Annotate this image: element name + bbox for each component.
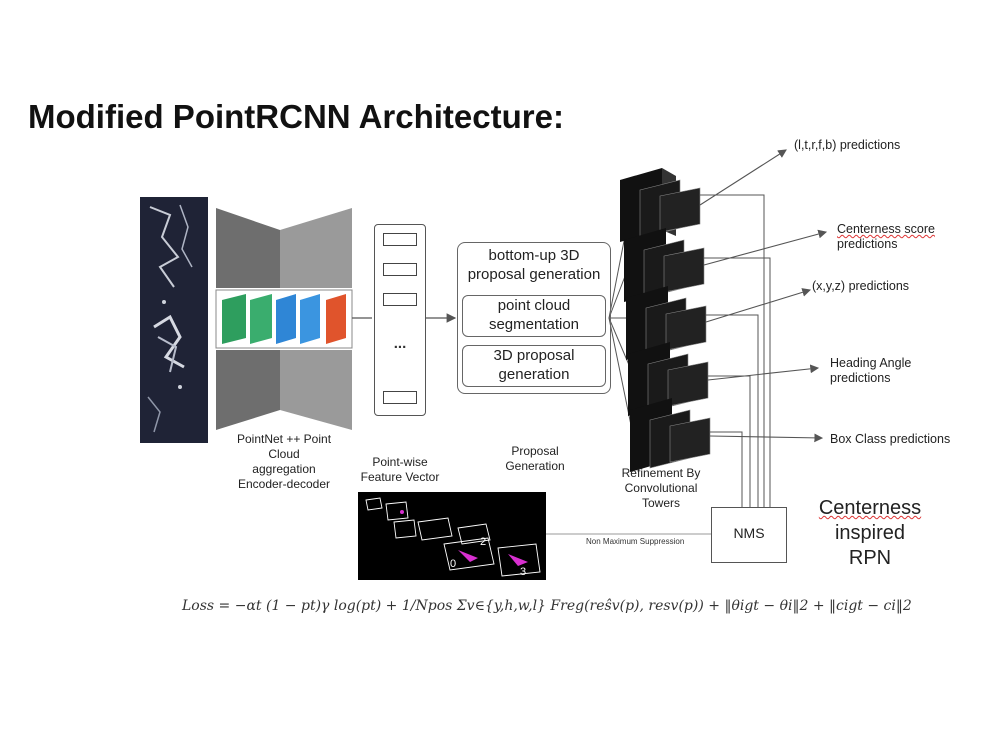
pointwise-label: Point-wise Feature Vector — [350, 455, 450, 485]
vector-cell — [383, 263, 417, 276]
refinement-label-line-1: Refinement By — [621, 466, 701, 480]
proposal-top-label: bottom-up 3D proposal generation — [458, 246, 610, 284]
feature-map-green-1 — [222, 294, 246, 344]
segmentation-line-2: segmentation — [488, 316, 580, 333]
rpn-line-3: RPN — [848, 547, 892, 569]
refinement-label-line-2: Convolutional — [624, 481, 698, 495]
proposal-3d-line-2: generation — [498, 366, 570, 383]
encoder-label-line-3: aggregation — [252, 462, 316, 476]
refinement-label: Refinement By Convolutional Towers — [606, 466, 716, 511]
encoder-label-line-1: PointNet ++ Point — [236, 432, 332, 446]
boxclass-predictions: Box Class predictions — [830, 432, 951, 446]
encoder-left-top — [216, 208, 280, 288]
xyz-predictions: (x,y,z) predictions — [812, 279, 910, 293]
detect-number-3: 3 — [520, 566, 527, 578]
centerness-line-2: predictions — [837, 237, 898, 251]
detect-number-2: 2 — [480, 536, 487, 548]
detect-number-0: 0 — [450, 558, 457, 570]
segmentation-line-1: point cloud — [497, 297, 571, 314]
conv-tower-1 — [620, 168, 701, 242]
encoder-right-bottom — [280, 350, 352, 430]
loss-formula: Loss = −αt (1 − pt)γ log(pt) + 1/Npos Σv… — [182, 598, 912, 614]
page-title: Modified PointRCNN Architecture: — [28, 98, 564, 135]
pointwise-label-line-1: Point-wise — [372, 455, 428, 469]
encoder-label: PointNet ++ Point Cloud aggregation Enco… — [214, 432, 354, 492]
proposal-label-line-1: Proposal — [511, 444, 559, 458]
centerness-line-1: Centerness score — [837, 222, 935, 236]
nms-caption: Non Maximum Suppression — [586, 537, 685, 546]
encoder-left-bottom — [216, 350, 280, 430]
proposal-label-line-2: Generation — [505, 459, 565, 473]
vector-cell — [383, 293, 417, 306]
feature-map-blue-1 — [276, 294, 296, 344]
proposal-3d-box: 3D proposal generation — [462, 345, 606, 387]
pointwise-label-line-2: Feature Vector — [360, 470, 440, 484]
proposal-top-line-1: bottom-up 3D — [488, 247, 580, 264]
conv-tower-3 — [626, 286, 707, 360]
centerness-rpn-label: Centerness inspired RPN — [815, 496, 925, 571]
vector-cell — [383, 233, 417, 246]
proposal-top-line-2: proposal generation — [467, 266, 601, 283]
segmentation-box: point cloud segmentation — [462, 295, 606, 337]
encoder-label-line-4: Encoder-decoder — [237, 477, 331, 491]
proposal-3d-line-1: 3D proposal — [493, 347, 575, 364]
heading-line-1: Heading Angle — [830, 356, 912, 370]
feature-map-orange — [326, 294, 346, 344]
rpn-line-2: inspired — [834, 522, 906, 544]
centerness-predictions: Centerness score predictions — [837, 222, 935, 252]
ltrfb-predictions: (l,t,r,f,b) predictions — [794, 138, 901, 152]
encoder-right-top — [280, 208, 352, 288]
conv-tower-5 — [630, 398, 711, 472]
detection-result-image: 0 3 2 — [358, 492, 546, 580]
conv-tower-4 — [628, 342, 709, 416]
feature-vector: ... — [374, 224, 426, 416]
nms-label: NMS — [733, 525, 765, 541]
vector-ellipsis: ... — [393, 335, 407, 352]
conv-tower-2 — [624, 228, 705, 302]
proposal-generation-box: bottom-up 3D proposal generation point c… — [457, 242, 611, 394]
nms-box: NMS — [711, 507, 787, 563]
rpn-line-1: Centerness — [818, 497, 922, 519]
heading-predictions: Heading Angle predictions — [830, 356, 911, 386]
feature-map-blue-2 — [300, 294, 320, 344]
vector-cell — [383, 391, 417, 404]
encoder-label-line-2: Cloud — [268, 447, 300, 461]
proposal-label: Proposal Generation — [490, 444, 580, 474]
feature-map-green-2 — [250, 294, 272, 344]
refinement-label-line-3: Towers — [641, 496, 680, 510]
heading-line-2: predictions — [830, 371, 891, 385]
point-cloud-image — [140, 197, 208, 443]
